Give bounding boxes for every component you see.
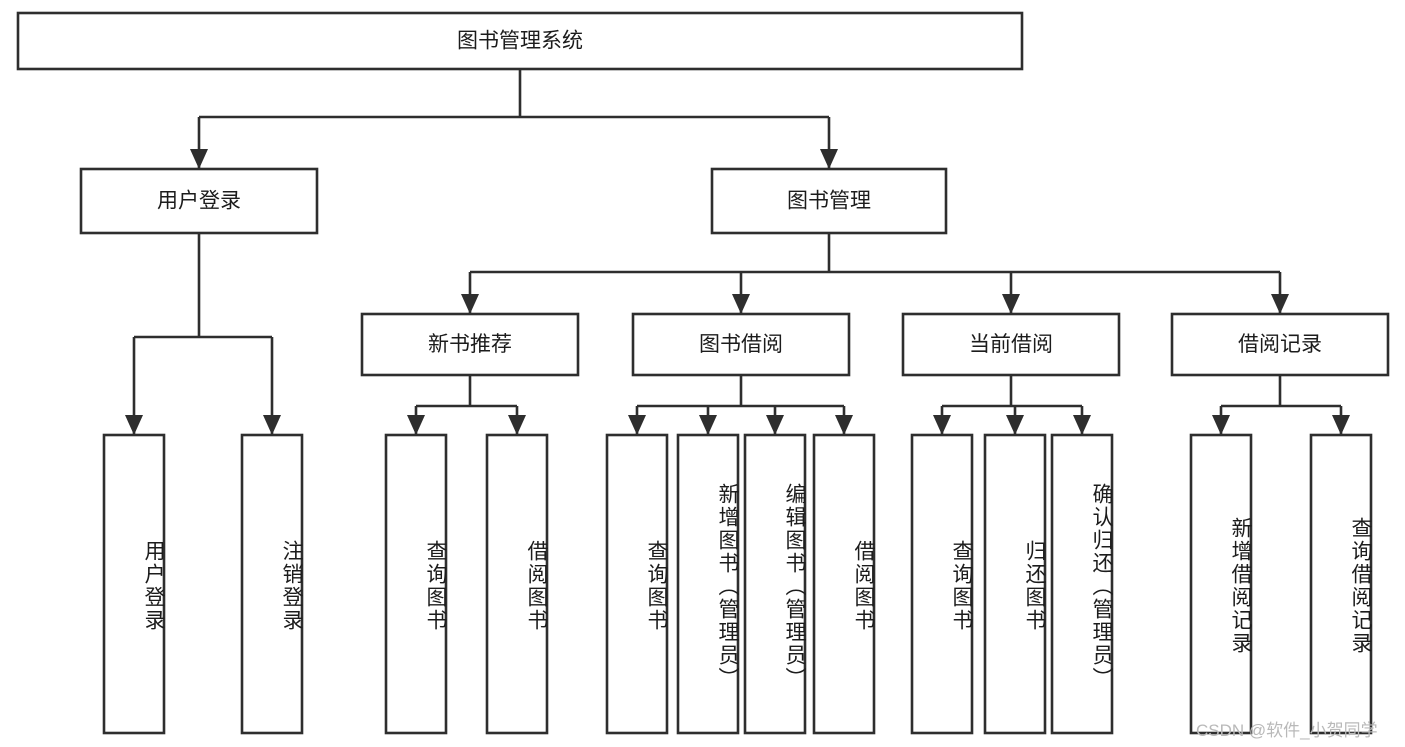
node-box-leaf-add-borrow-record[interactable]: [1189, 433, 1253, 735]
node-box-new-book-recommend[interactable]: [360, 312, 580, 377]
connector-arrowhead-user-login-1: [263, 415, 281, 435]
node-label-root: 图书管理系统: [457, 30, 583, 53]
connector-arrowhead-book-manage-0: [461, 294, 479, 314]
node-box-borrow-record[interactable]: [1170, 312, 1390, 377]
node-box-leaf-edit-book-admin[interactable]: [743, 433, 807, 735]
node-label-current-borrow: 当前借阅: [969, 333, 1053, 356]
connector-arrowhead-borrow-record-0: [1212, 415, 1230, 435]
node-box-leaf-user-login[interactable]: [102, 433, 166, 735]
connector-arrowhead-book-borrow-3: [835, 415, 853, 435]
node-box-leaf-query-book-2[interactable]: [605, 433, 669, 735]
connector-arrowhead-book-manage-2: [1002, 294, 1020, 314]
connectors-layer: [125, 69, 1350, 435]
node-box-leaf-logout[interactable]: [240, 433, 304, 735]
connector-arrowhead-root-1: [820, 149, 838, 169]
connector-arrowhead-book-manage-1: [732, 294, 750, 314]
node-box-current-borrow[interactable]: [901, 312, 1121, 377]
node-box-leaf-query-borrow-record[interactable]: [1309, 433, 1373, 735]
node-label-book-borrow: 图书借阅: [699, 333, 783, 356]
node-label-borrow-record: 借阅记录: [1238, 333, 1322, 356]
connector-arrowhead-root-0: [190, 149, 208, 169]
node-box-user-login[interactable]: [79, 167, 319, 235]
node-label-user-login: 用户登录: [157, 190, 241, 213]
node-box-root[interactable]: [16, 11, 1024, 71]
connector-arrowhead-book-borrow-2: [766, 415, 784, 435]
connector-arrowhead-current-borrow-2: [1073, 415, 1091, 435]
node-box-leaf-confirm-return[interactable]: [1050, 433, 1114, 735]
nodes-layer: [16, 11, 1390, 735]
node-label-book-manage: 图书管理: [787, 190, 871, 213]
node-box-leaf-add-book-admin[interactable]: [676, 433, 740, 735]
connector-arrowhead-book-borrow-1: [699, 415, 717, 435]
node-box-leaf-return-book[interactable]: [983, 433, 1047, 735]
node-box-book-borrow[interactable]: [631, 312, 851, 377]
connector-arrowhead-book-borrow-0: [628, 415, 646, 435]
connector-arrowhead-book-manage-3: [1271, 294, 1289, 314]
connector-arrowhead-borrow-record-1: [1332, 415, 1350, 435]
connector-arrowhead-new-book-recommend-0: [407, 415, 425, 435]
node-box-leaf-query-book-3[interactable]: [910, 433, 974, 735]
connector-arrowhead-current-borrow-0: [933, 415, 951, 435]
connector-arrowhead-user-login-0: [125, 415, 143, 435]
node-box-leaf-query-book-1[interactable]: [384, 433, 448, 735]
node-box-leaf-borrow-book-1[interactable]: [485, 433, 549, 735]
node-box-leaf-borrow-book-2[interactable]: [812, 433, 876, 735]
node-label-new-book-recommend: 新书推荐: [428, 333, 512, 356]
connector-arrowhead-new-book-recommend-1: [508, 415, 526, 435]
connector-arrowhead-current-borrow-1: [1006, 415, 1024, 435]
csdn-watermark: CSDN @软件_小贺同学: [1196, 721, 1378, 740]
node-box-book-manage[interactable]: [710, 167, 948, 235]
